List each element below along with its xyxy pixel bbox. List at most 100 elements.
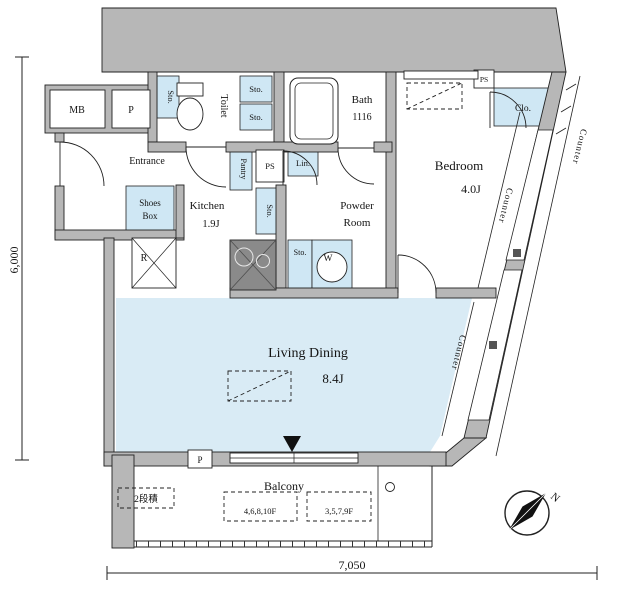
dimension-label-horizontal: 7,050 bbox=[339, 558, 366, 572]
hatch-tick bbox=[560, 105, 572, 113]
storage-box-top-1 bbox=[239, 75, 273, 103]
room-label-balcony: Balcony bbox=[264, 479, 304, 493]
label-storage-powder: Sto. bbox=[294, 248, 307, 257]
sink-circle-small bbox=[256, 254, 270, 268]
wall-segment bbox=[275, 184, 287, 289]
eave-line bbox=[495, 75, 581, 457]
labels: Entrance Kitchen 1.9J Toilet Bath 1116 P… bbox=[7, 75, 589, 572]
bathtub bbox=[289, 77, 339, 145]
room-size-bedroom: 4.0J bbox=[461, 182, 481, 196]
room-label-living: Living Dining bbox=[268, 346, 348, 361]
room-size-living: 8.4J bbox=[322, 371, 343, 386]
entrance-door-arc bbox=[59, 141, 105, 187]
room-label-toilet: Toilet bbox=[218, 94, 229, 117]
meter-box bbox=[49, 89, 106, 129]
counter-edge-bedroom bbox=[477, 111, 521, 289]
pipe-box-bottom bbox=[187, 449, 213, 469]
label-washer: W bbox=[324, 254, 333, 264]
wall-segment bbox=[273, 71, 285, 143]
wall-segment bbox=[373, 141, 393, 153]
closet-door-arc bbox=[489, 91, 527, 129]
label-fridge: R bbox=[141, 253, 148, 264]
room-label-bath: Bath bbox=[352, 94, 373, 106]
bedroom-dashed-diagonal bbox=[406, 82, 463, 110]
counter-edge-living bbox=[441, 301, 475, 437]
room-size-bath: 1116 bbox=[352, 112, 371, 123]
toilet-door-arc bbox=[185, 146, 227, 188]
label-storage-top-2: Sto. bbox=[249, 112, 262, 122]
label-counter-outer: Counter bbox=[571, 128, 589, 165]
bath-door-arc bbox=[337, 147, 375, 185]
wall-segment bbox=[54, 132, 65, 143]
toilet-tank bbox=[176, 82, 204, 97]
window-mullion bbox=[513, 249, 521, 257]
room-size-kitchen: 1.9J bbox=[202, 219, 219, 230]
wall-segment bbox=[147, 141, 187, 153]
bedroom-door-arc bbox=[397, 254, 437, 294]
pipe-space-mid bbox=[255, 149, 285, 183]
label-storage-top-1: Sto. bbox=[249, 84, 262, 94]
storage-box-top-2 bbox=[239, 103, 273, 131]
wall-segment bbox=[435, 287, 497, 299]
balcony-drain bbox=[385, 482, 395, 492]
toilet-bowl bbox=[176, 97, 204, 131]
hatch-tick bbox=[555, 127, 567, 135]
dashed-annotations bbox=[117, 82, 463, 522]
label-floors-b: 3,5,7,9F bbox=[325, 506, 353, 516]
living-dashed-box bbox=[227, 370, 292, 402]
label-balcony-stack: 2段積 bbox=[134, 493, 158, 505]
wall-top-band bbox=[101, 7, 567, 73]
bedroom-window bbox=[403, 70, 479, 80]
room-label-powder-2: Room bbox=[344, 217, 371, 229]
label-counter-bedroom: Counter bbox=[497, 187, 515, 224]
compass: N bbox=[504, 490, 562, 536]
living-dining-floor bbox=[116, 298, 472, 452]
label-ps-mid: PS bbox=[265, 161, 275, 171]
window-mullion bbox=[489, 341, 497, 349]
service-boxes bbox=[49, 69, 495, 469]
floors-a-box bbox=[223, 491, 298, 522]
label-storage-toilet-side: Sto. bbox=[166, 90, 176, 103]
stack-note-box bbox=[117, 487, 175, 509]
label-floors-a: 4,6,8,10F bbox=[244, 506, 277, 516]
fridge-diagonal bbox=[131, 237, 177, 289]
room-label-powder-1: Powder bbox=[340, 200, 374, 212]
fixtures bbox=[131, 75, 581, 457]
floors-b-box bbox=[306, 491, 372, 522]
label-meter-box: MB bbox=[69, 105, 85, 116]
washer-drum bbox=[316, 251, 348, 283]
dimension-lines bbox=[15, 56, 598, 580]
compass-north-label: N bbox=[548, 491, 562, 505]
label-storage-kitchen: Sto. bbox=[265, 204, 275, 217]
window-strip-upper bbox=[505, 129, 554, 261]
room-label-kitchen: Kitchen bbox=[190, 200, 225, 212]
pipe-box-top bbox=[111, 89, 151, 129]
label-pipe-top: P bbox=[128, 105, 134, 116]
powder-door-arc bbox=[282, 150, 318, 186]
bathtub-inner bbox=[294, 82, 334, 140]
hatch-tick bbox=[565, 83, 577, 91]
kitchen-counter-hatch bbox=[229, 239, 277, 291]
label-linen: Lin. bbox=[296, 158, 310, 168]
bedroom-dashed-box bbox=[406, 82, 463, 110]
wall-segment bbox=[175, 184, 185, 239]
dimension-label-vertical: 6,000 bbox=[7, 247, 21, 274]
label-pantry: Pantry bbox=[239, 159, 248, 180]
sink-circle bbox=[234, 247, 254, 267]
compass-needle-axis bbox=[508, 492, 547, 531]
storage-box-powder bbox=[287, 239, 313, 291]
entry-direction-marker bbox=[283, 436, 301, 452]
label-pipe-bottom: P bbox=[197, 455, 202, 465]
wall-balcony-column bbox=[111, 454, 135, 549]
label-shoes-1: Shoes bbox=[139, 198, 161, 208]
label-closet: Clo. bbox=[515, 104, 531, 114]
doors bbox=[59, 91, 527, 294]
balcony-structure bbox=[134, 436, 433, 548]
wall-segment bbox=[385, 71, 397, 297]
shoes-box bbox=[125, 185, 175, 233]
wall-left bbox=[103, 237, 115, 467]
label-shoes-2: Box bbox=[142, 211, 158, 221]
room-label-entrance: Entrance bbox=[129, 156, 165, 167]
label-ps-top: PS bbox=[480, 75, 488, 84]
